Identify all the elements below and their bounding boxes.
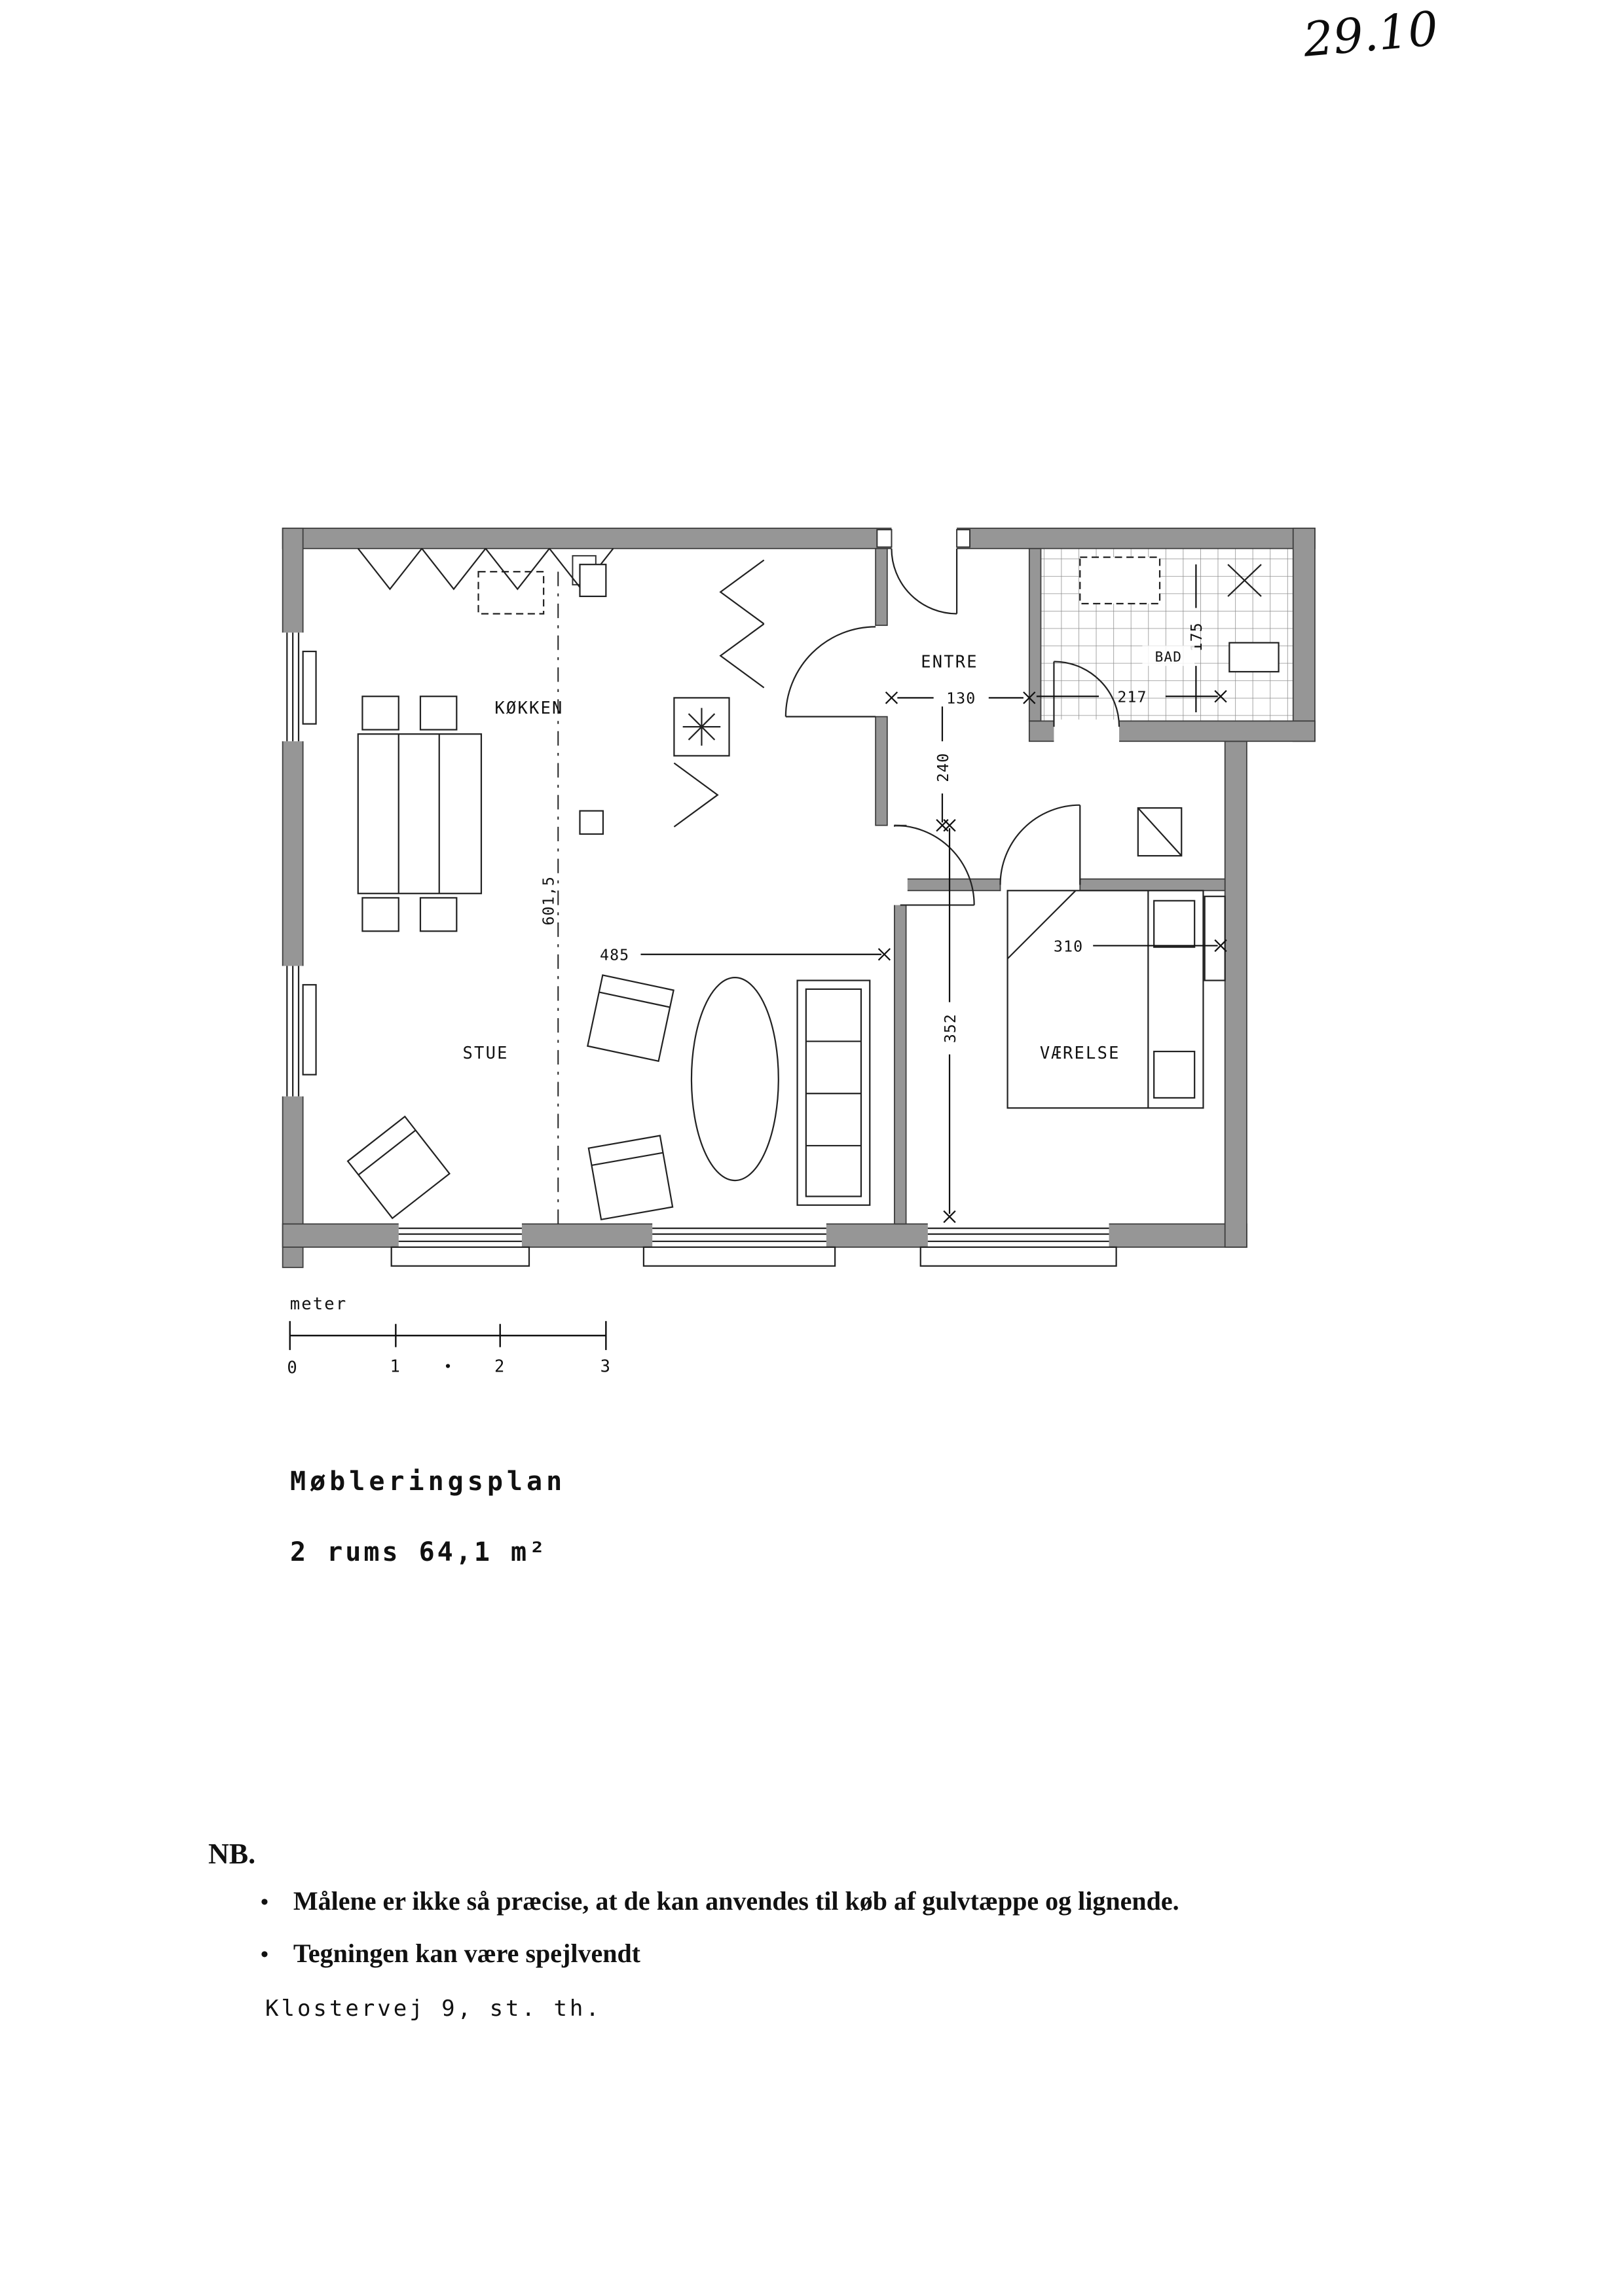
oval-table [690,977,779,1182]
stove [673,697,730,757]
dim-label-hall-depth: 240 [934,752,952,782]
bedroom-door-arc [999,804,1080,885]
nb-heading: NB. [208,1838,256,1870]
bathtub [1079,556,1161,605]
window-left-1 [286,632,317,742]
scale-tick-0: 0 [287,1358,299,1378]
room-label-bathroom: BAD [1155,649,1182,665]
note-bullet-2: • Tegningen kan være spejlvendt [261,1938,1426,1972]
window-bottom-2 [642,1228,836,1267]
dim-label-left-depth: 601,5 [540,876,558,925]
notes-list: • Målene er ikke så præcise, at de kan a… [261,1886,1426,1990]
dim-living-width: 485 [600,947,891,964]
shower-cross-icon [1227,564,1262,597]
pillow [1153,900,1196,948]
kitchen-appliance [579,564,607,597]
kitchen-counter-cabinets [357,548,765,828]
scale-tick-1: 1 [390,1357,402,1376]
armchair-1 [587,974,674,1063]
note-text-1: Målene er ikke så præcise, at de kan anv… [293,1886,1179,1916]
note-text-2: Tegningen kan være spejlvendt [293,1939,641,1968]
armchair-2 [587,1135,674,1221]
dim-label-living-width: 485 [600,947,629,964]
scale-bar-unit-label: meter [290,1294,348,1314]
dim-label-bedroom-depth: 352 [942,1013,959,1043]
scale-bar-dot [445,1364,451,1368]
double-bed [1006,890,1204,1109]
entry-door-arc [891,548,957,615]
dim-label-hall-width: 130 [946,690,976,708]
dim-label-bedroom-width: 310 [1054,938,1083,955]
scale-tick-2: 2 [494,1357,506,1376]
dim-bedroom-depth: 352 [942,819,959,1224]
bedside-unit [1204,896,1226,981]
dim-label-bathroom-width: 217 [1117,689,1147,706]
room-label-living-room: STUE [463,1044,509,1063]
dining-table-and-chairs [357,695,483,932]
dim-bedroom-width: 310 [1054,938,1227,955]
kitchen-sink [579,810,604,835]
room-label-bedroom: VÆRELSE [1040,1044,1120,1063]
room-label-kitchen: KØKKEN [494,699,563,718]
floor-plan: 130 240 601,5 485 310 [281,526,1316,1378]
door-arcs [784,548,1120,906]
wardrobe [1137,807,1183,857]
living-room-door-arc [894,824,975,905]
bathroom-door-arc [1054,661,1120,727]
bullet-icon: • [261,1942,268,1967]
plan-title: Møbleringsplan [290,1467,566,1497]
window-left-2 [286,966,317,1097]
note-bullet-1: • Målene er ikke så præcise, at de kan a… [261,1886,1426,1920]
window-bottom-3 [919,1228,1117,1267]
bullet-icon: • [261,1890,268,1914]
dim-hall-width: 130 [885,690,1036,708]
plan-subtitle: 2 rums 64,1 m² [290,1537,548,1567]
bathroom-tiled-floor [1040,547,1294,722]
scale-bar: meter 0 1 2 3 [287,1294,612,1378]
kitchen-door-arc [784,626,876,717]
armchair-3 [346,1115,451,1220]
pillow [1153,1050,1196,1099]
dim-bathroom-width: 217 [1036,689,1227,706]
sofa [796,979,871,1206]
wall-openings [281,526,1120,1249]
floor-plan-area: 130 240 601,5 485 310 [278,524,1322,1423]
address-line: Klostervej 9, st. th. [265,1995,602,2022]
dim-hall-depth: 240 [934,706,952,832]
refrigerator [477,571,545,615]
handwritten-page-number: 29.10 [1301,1,1441,67]
washbasin [1228,642,1280,673]
label-backing [1142,646,1195,666]
window-bottom-1 [390,1228,530,1267]
stove-burner-icon [682,708,721,746]
scale-tick-3: 3 [600,1357,612,1376]
room-label-hall: ENTRE [921,652,978,672]
